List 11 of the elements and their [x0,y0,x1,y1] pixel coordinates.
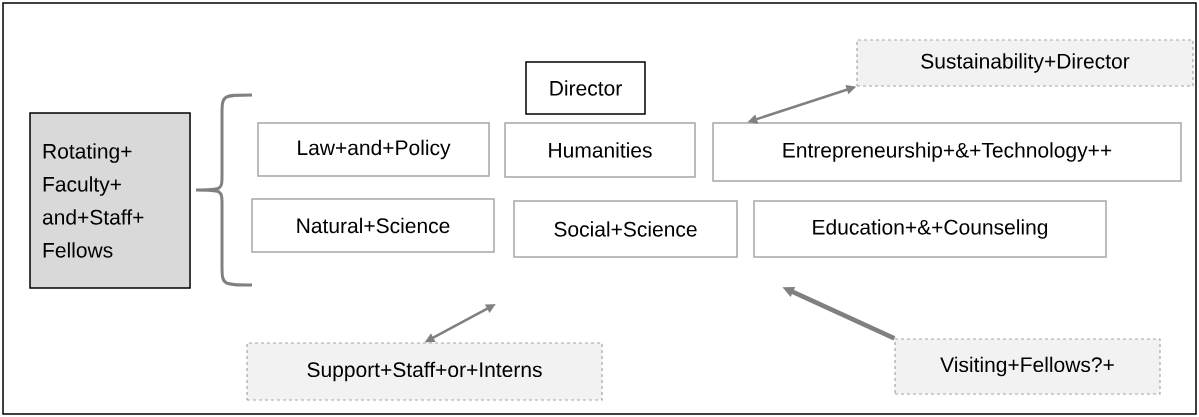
dashed-box: Visiting+Fellows?+ [894,338,1161,395]
department-box: Humanities [504,122,696,178]
department-box: Education+&+Counseling [753,200,1107,258]
department-box: Natural+Science [251,198,495,253]
dashed-box: Support+Staff+or+Interns [246,342,603,401]
department-box: Entrepreneurship+&+Technology++ [712,122,1182,182]
side-box: Rotating+ Faculty+ and+Staff+ Fellows [29,112,191,289]
director-box: Director [525,61,646,115]
dashed-box: Sustainability+Director [856,39,1194,87]
department-box: Law+and+Policy [257,122,490,177]
department-box: Social+Science [513,200,738,258]
